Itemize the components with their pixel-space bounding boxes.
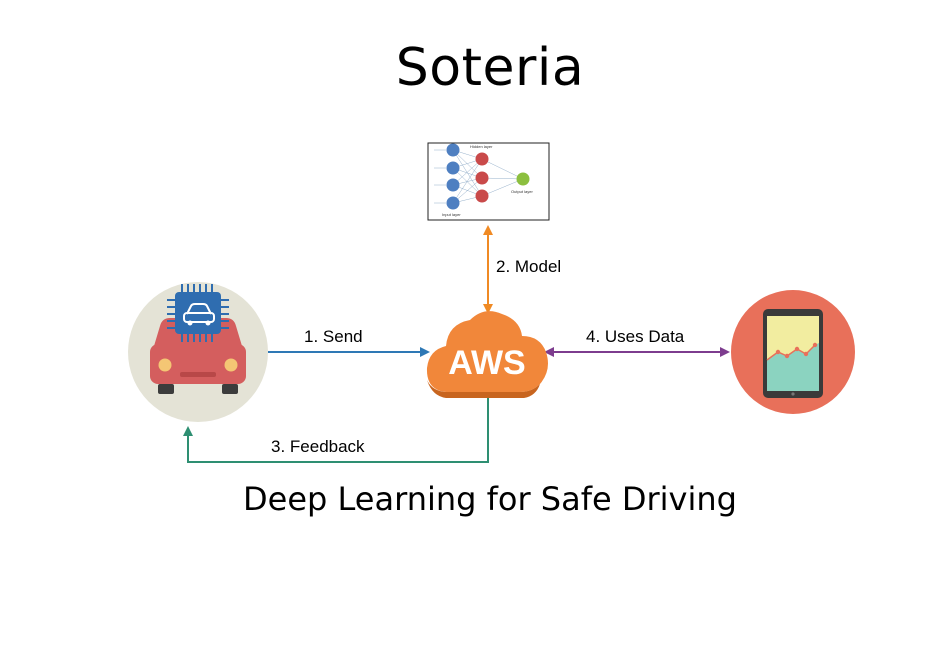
- edge-feedback-label: 3. Feedback: [271, 437, 365, 456]
- diagram-subtitle: Deep Learning for Safe Driving: [243, 480, 737, 518]
- neural-network-icon: Hidden layer Input layer Output layer: [427, 142, 550, 221]
- output-layer-label: Output layer: [511, 189, 533, 194]
- input-layer-label: Input layer: [442, 212, 461, 217]
- tablet-chart-icon: [731, 290, 855, 414]
- aws-label: AWS: [448, 344, 525, 382]
- edge-uses-data-label: 4. Uses Data: [586, 327, 685, 346]
- aws-cloud-icon: AWS: [426, 311, 548, 398]
- car-chip-icon: [128, 282, 268, 422]
- diagram-title: Soteria: [395, 38, 585, 98]
- edge-feedback: [183, 391, 489, 463]
- edge-send-label: 1. Send: [304, 327, 363, 346]
- hidden-layer-label: Hidden layer: [470, 144, 493, 149]
- edge-model-label: 2. Model: [496, 257, 561, 276]
